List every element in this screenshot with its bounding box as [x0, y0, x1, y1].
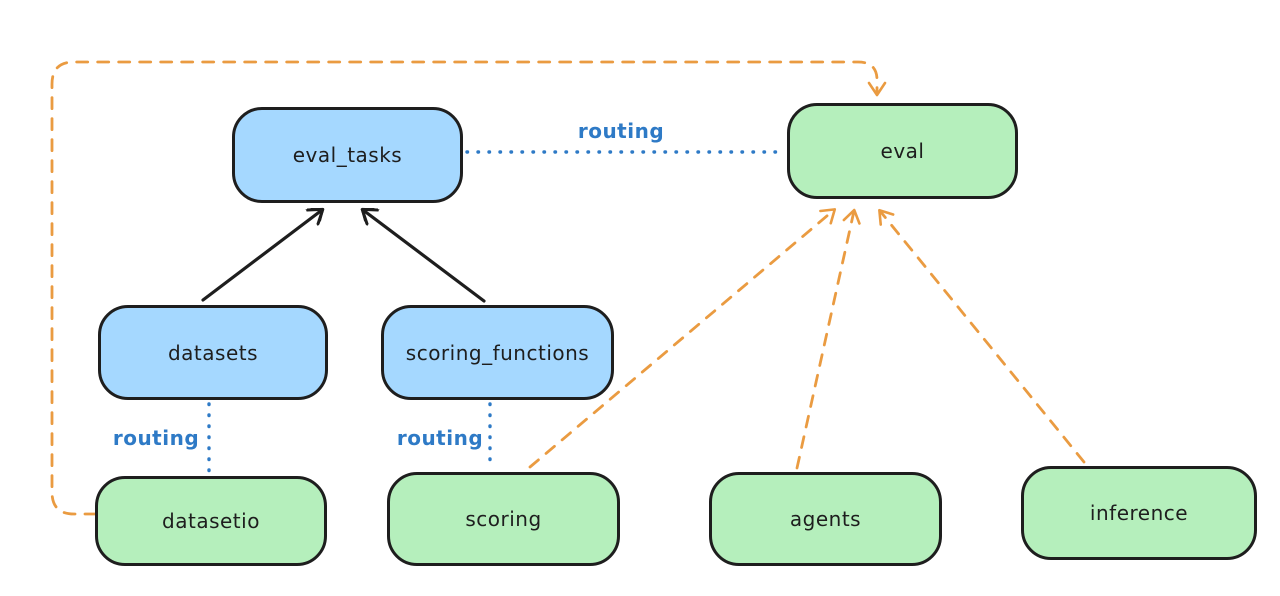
edge-inference-to-eval — [878, 208, 1086, 464]
edge-datasets-to-eval-tasks — [201, 210, 322, 302]
node-datasetio: datasetio — [95, 476, 327, 566]
node-eval-label: eval — [880, 139, 925, 163]
node-inference-label: inference — [1089, 501, 1189, 525]
node-eval-tasks-label: eval_tasks — [292, 143, 403, 167]
node-agents-label: agents — [789, 507, 862, 531]
node-scoring-functions-label: scoring_functions — [405, 340, 590, 365]
node-eval-tasks: eval_tasks — [232, 107, 463, 203]
node-datasets-label: datasets — [167, 340, 259, 365]
node-scoring-functions: scoring_functions — [381, 305, 614, 400]
edge-label-routing-datasets-datasetio: routing — [112, 426, 200, 450]
node-datasetio-label: datasetio — [162, 509, 260, 533]
edge-scoring-functions-to-eval-tasks — [363, 210, 486, 303]
node-datasets: datasets — [98, 305, 328, 400]
edge-label-routing-eval-tasks-eval: routing — [577, 119, 665, 143]
node-eval: eval — [787, 103, 1018, 199]
node-inference: inference — [1021, 466, 1257, 560]
node-scoring-label: scoring — [465, 507, 542, 531]
edge-label-routing-scoring-functions-scoring: routing — [396, 426, 484, 450]
node-agents: agents — [709, 472, 942, 566]
node-scoring: scoring — [387, 472, 620, 566]
edge-agents-to-eval — [795, 208, 861, 470]
